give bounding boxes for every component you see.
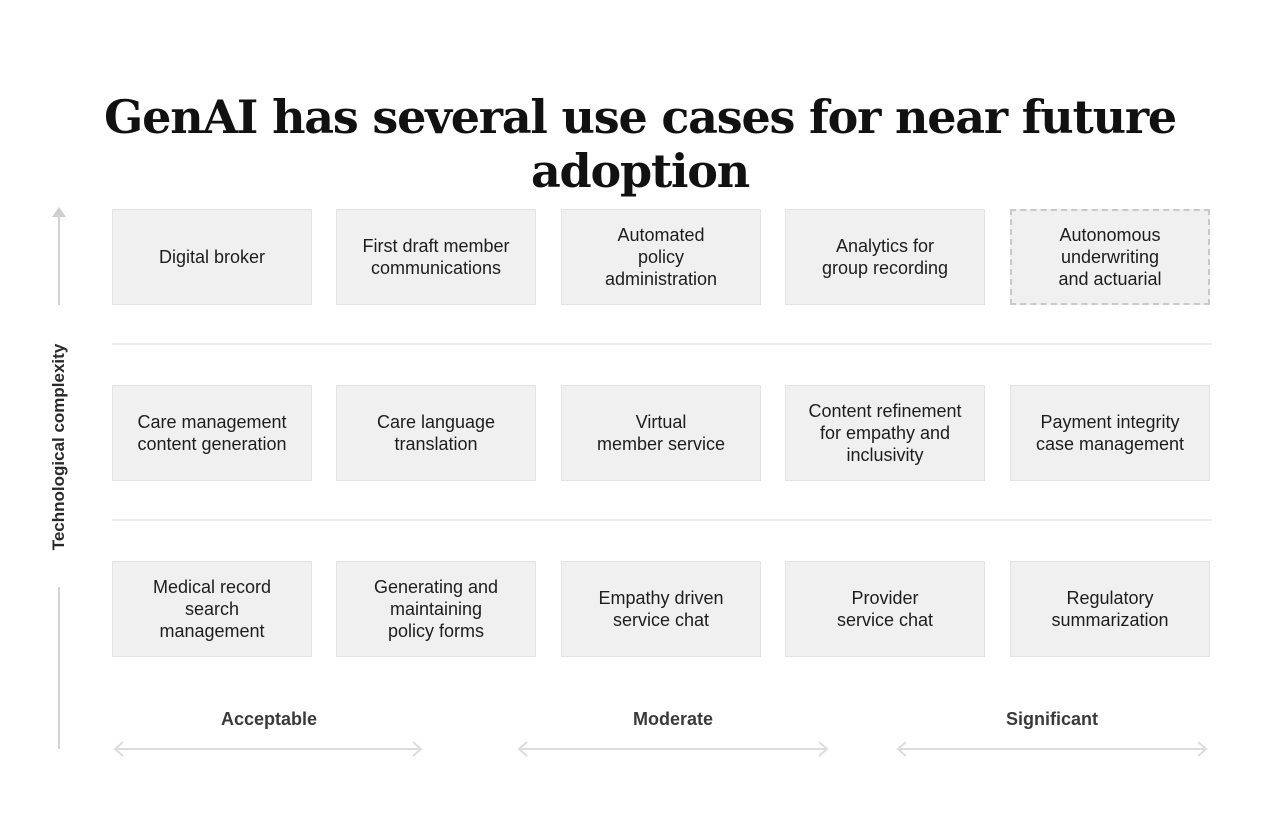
- x-axis-label-acceptable: Acceptable: [220, 709, 318, 729]
- double-arrow-icon: [516, 740, 830, 758]
- x-axis-label-moderate: Moderate: [632, 709, 713, 729]
- use-case-card: Provider service chat: [785, 561, 985, 657]
- use-case-card: Content refinement for empathy and inclu…: [785, 385, 985, 481]
- use-case-card-label: Medical record search management: [152, 577, 272, 641]
- use-case-card-label: Automated policy administration: [604, 225, 718, 289]
- y-axis-line-lower: [58, 587, 60, 749]
- use-case-card: Care management content generation: [112, 385, 312, 481]
- use-case-card: Analytics for group recording: [785, 209, 985, 305]
- row-divider: [112, 343, 1212, 345]
- row-divider: [112, 519, 1212, 521]
- use-case-card-label: Digital broker: [158, 247, 266, 267]
- use-case-card: Generating and maintaining policy forms: [336, 561, 536, 657]
- use-case-card-label: Generating and maintaining policy forms: [373, 577, 499, 641]
- use-case-card-label: Care language translation: [376, 412, 496, 454]
- use-case-card-label: Payment integrity case management: [1035, 412, 1185, 454]
- y-axis-arrowhead: [52, 207, 66, 217]
- use-case-card-label: Empathy driven service chat: [598, 588, 724, 630]
- y-axis-label: Technological complexity: [49, 343, 68, 551]
- x-axis-label-significant: Significant: [1005, 709, 1098, 729]
- use-case-card-label: Autonomous underwriting and actuarial: [1058, 225, 1162, 289]
- use-case-card: Care language translation: [336, 385, 536, 481]
- double-arrow-icon: [895, 740, 1209, 758]
- use-case-card-label: Content refinement for empathy and inclu…: [808, 401, 962, 465]
- use-case-card: Autonomous underwriting and actuarial: [1010, 209, 1210, 305]
- use-case-card: Medical record search management: [112, 561, 312, 657]
- use-case-card-label: First draft member communications: [362, 236, 510, 278]
- use-case-card-label: Provider service chat: [836, 588, 934, 630]
- use-case-card: Automated policy administration: [561, 209, 761, 305]
- use-case-card: Empathy driven service chat: [561, 561, 761, 657]
- use-case-card-label: Regulatory summarization: [1051, 588, 1169, 630]
- use-case-card: Regulatory summarization: [1010, 561, 1210, 657]
- use-case-card: Payment integrity case management: [1010, 385, 1210, 481]
- use-case-card-label: Analytics for group recording: [821, 236, 949, 278]
- use-case-card: Virtual member service: [561, 385, 761, 481]
- use-case-card-label: Virtual member service: [596, 412, 726, 454]
- use-case-card: First draft member communications: [336, 209, 536, 305]
- use-case-card-label: Care management content generation: [137, 412, 287, 454]
- use-case-card: Digital broker: [112, 209, 312, 305]
- double-arrow-icon: [112, 740, 424, 758]
- page-title: GenAI has several use cases for near fut…: [104, 90, 1177, 198]
- y-axis-line-upper: [58, 215, 60, 305]
